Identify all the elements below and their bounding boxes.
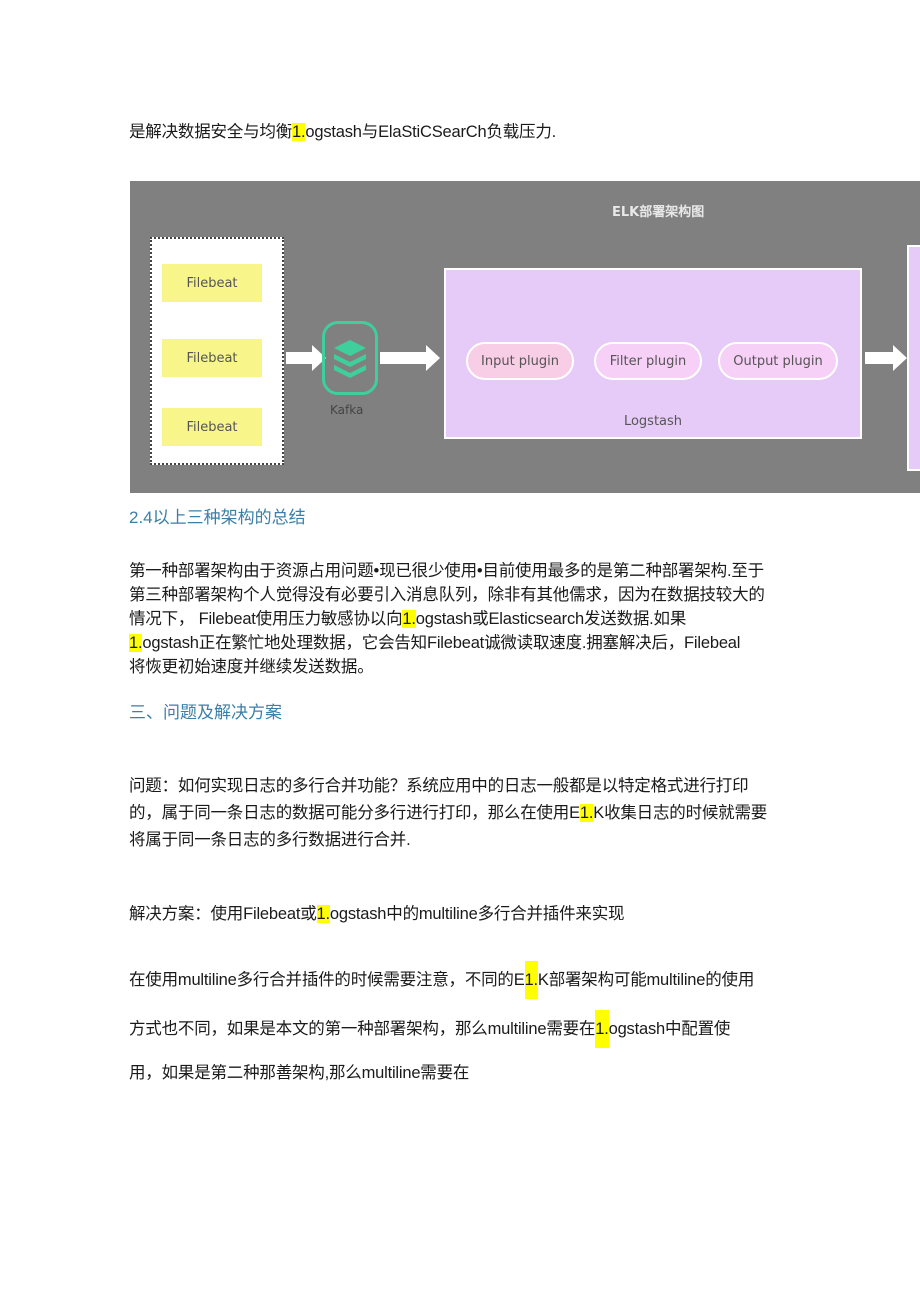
text-segment: 在使用multiline多行合并插件的时候需要注意，不同的E (129, 971, 525, 989)
text-line: 方式也不同，如果是本文的第一种部署架构，那么multiline需要在1.ogst… (129, 1010, 730, 1048)
logstash-box: Input plugin Filter plugin Output plugin… (444, 268, 862, 439)
filebeat-node: Filebeat (162, 264, 262, 302)
highlighted-text: 1. (595, 1010, 609, 1048)
text-line: 的，属于同一条日志的数据可能分多行进行打印，那么在使用E1.K收集日志的时候就需… (129, 799, 767, 823)
text-line: 1.ogstash正在繁忙地处理数据，它会告知Filebeat诚微读取速度.拥塞… (129, 629, 740, 653)
elk-architecture-diagram: ELK部署架构图 Filebeat Filebeat Filebeat Kafk… (130, 181, 920, 493)
filebeat-node: Filebeat (162, 408, 262, 446)
arrow-icon (380, 345, 440, 371)
output-box (907, 245, 920, 471)
text-line: 用，如果是第二种那善架构,那么multiline需要在 (129, 1059, 469, 1083)
text-segment: 情况下， Filebeat使用压力敏感协以向 (129, 610, 403, 628)
text-segment: ogstash或Elasticsearch发送数据.如果 (415, 610, 687, 628)
highlighted-text: 1. (524, 961, 538, 999)
filebeat-node: Filebeat (162, 339, 262, 377)
filter-plugin: Filter plugin (594, 342, 702, 380)
kafka-icon (322, 321, 378, 395)
text-segment: K收集日志的时候就需要 (593, 804, 768, 822)
text-segment: 用，如果是第二种那善架构,那么multiline需要在 (129, 1064, 470, 1082)
text-segment: K部署架构可能multiline的使用 (537, 971, 755, 989)
highlighted-text: 1. (292, 123, 306, 141)
highlighted-text: 1. (129, 634, 143, 652)
text-line: 第一种部署架构由于资源占用问题•现已很少使用•目前使用最多的是第二种部署架构.至… (129, 557, 764, 581)
text-segment: ogstash中配置使 (608, 1020, 731, 1038)
highlighted-text: 1. (579, 804, 594, 822)
text-segment: 解决方案：使用Filebeat或 (129, 905, 317, 923)
arrow-icon (865, 345, 907, 371)
arrow-icon (286, 345, 326, 371)
text-segment: 方式也不同，如果是本文的第一种部署架构，那么multiline需要在 (129, 1020, 596, 1038)
section-heading-2-4: 2.4以上三种架构的总结 (129, 508, 306, 527)
text-line: 问题：如何实现日志的多行合并功能？系统应用中的日志一般都是以特定格式进行打印 (129, 772, 749, 796)
text-segment: ogstash与ElaStiCSearCh负载压力. (305, 123, 557, 141)
section-heading-3: 三、问题及解决方案 (129, 703, 282, 722)
input-plugin: Input plugin (466, 342, 574, 380)
logstash-label: Logstash (623, 414, 683, 429)
text-segment: 将恢更初始速度并继续发送数据。 (129, 658, 374, 676)
highlighted-text: 1. (316, 905, 330, 923)
text-line: 是解决数据安全与均衡1.ogstash与ElaStiCSearCh负载压力. (129, 118, 556, 142)
text-segment: ogstash正在繁忙地处理数据，它会告知Filebeat诚微读取速度.拥塞解决… (142, 634, 741, 652)
text-line: 第三种部署架构个人觉得没有必要引入消息队列，除非有其他儒求，因为在数据技较大的 (129, 581, 765, 605)
text-segment: 第一种部署架构由于资源占用问题•现已很少使用•目前使用最多的是第二种部署架构.至… (129, 562, 764, 580)
text-line: 在使用multiline多行合并插件的时候需要注意，不同的E1.K部署架构可能m… (129, 961, 754, 999)
text-line: 解决方案：使用Filebeat或1.ogstash中的multiline多行合并… (129, 900, 625, 924)
text-line: 情况下， Filebeat使用压力敏感协以向1.ogstash或Elastics… (129, 605, 686, 629)
diagram-title: ELK部署架构图 (612, 205, 705, 220)
text-segment: ogstash中的multiline多行合并插件来实现 (329, 905, 625, 923)
text-segment: 第三种部署架构个人觉得没有必要引入消息队列，除非有其他儒求，因为在数据技较大的 (129, 586, 765, 604)
text-segment: 的，属于同一条日志的数据可能分多行进行打印，那么在使用E (129, 804, 580, 822)
text-segment: 问题：如何实现日志的多行合并功能？系统应用中的日志一般都是以特定格式进行打印 (129, 777, 749, 795)
text-segment: 将属于同一条日志的多行数据进行合并. (129, 831, 411, 849)
text-segment: 是解决数据安全与均衡 (129, 123, 293, 141)
highlighted-text: 1. (402, 610, 416, 628)
text-line: 将属于同一条日志的多行数据进行合并. (129, 826, 411, 850)
kafka-label: Kafka (330, 403, 364, 417)
output-plugin: Output plugin (718, 342, 838, 380)
text-line: 将恢更初始速度并继续发送数据。 (129, 653, 374, 677)
